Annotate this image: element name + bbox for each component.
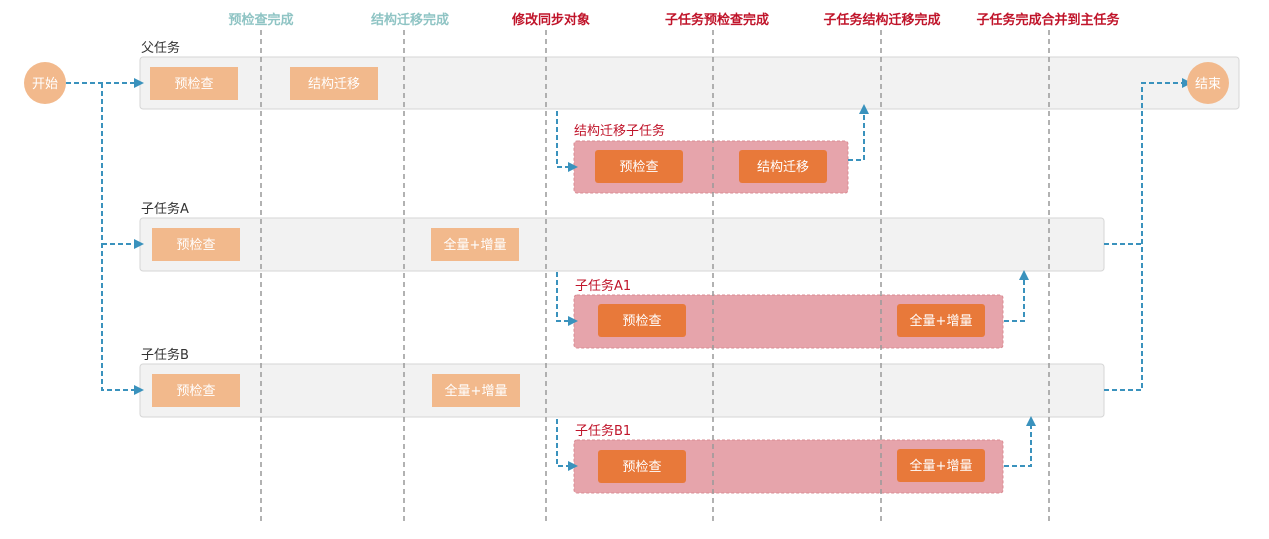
milestone-label-precheck-done: 预检查完成	[228, 12, 293, 28]
milestone-label-child-schema-done: 子任务结构迁移完成	[823, 12, 940, 28]
arrow-schema-child-to-parent	[848, 104, 869, 161]
parent-step-precheck: 预检查	[150, 67, 238, 100]
child-b1-step-precheck: 预检查	[598, 450, 686, 483]
child-b1-step-full-incremental: 全量+增量	[897, 449, 985, 482]
svg-text:预检查: 预检查	[176, 384, 215, 399]
child-b-step-full-incremental: 全量+增量	[432, 374, 520, 407]
arrow-b1-to-child-b	[1004, 416, 1036, 467]
arrow-parent-to-schema-child	[556, 111, 578, 172]
parent-step-schema-migration: 结构迁移	[290, 67, 378, 100]
child-a1-step-precheck: 预检查	[598, 304, 686, 337]
svg-text:全量+增量: 全量+增量	[910, 313, 973, 329]
start-node: 开始	[24, 62, 66, 104]
child-b-step-precheck: 预检查	[152, 374, 240, 407]
child-a1-step-full-incremental: 全量+增量	[897, 304, 985, 337]
schema-child-step-schema-migration: 结构迁移	[739, 150, 827, 183]
lane-title-schema-child: 结构迁移子任务	[574, 123, 665, 139]
svg-text:全量+增量: 全量+增量	[445, 383, 508, 399]
end-node: 结束	[1187, 62, 1229, 104]
arrow-a1-to-child-a	[1004, 270, 1029, 322]
arrow-start-to-child-b	[101, 83, 144, 395]
lane-child-a	[139, 217, 1105, 272]
svg-text:结构迁移: 结构迁移	[308, 77, 360, 92]
arrow-child-b-to-end	[1104, 78, 1192, 391]
milestone-label-schema-done: 结构迁移完成	[371, 12, 449, 28]
svg-text:预检查: 预检查	[174, 77, 213, 92]
end-node-label: 结束	[1195, 77, 1221, 92]
lane-child-b	[139, 363, 1105, 418]
start-node-label: 开始	[32, 77, 58, 92]
svg-text:全量+增量: 全量+增量	[444, 237, 507, 253]
arrow-child-b-to-b1	[556, 419, 578, 471]
lane-title-child-b: 子任务B	[141, 347, 189, 363]
lane-title-child-a1: 子任务A1	[575, 278, 631, 294]
svg-text:全量+增量: 全量+增量	[910, 458, 973, 474]
svg-text:结构迁移: 结构迁移	[757, 160, 809, 175]
lane-title-child-b1: 子任务B1	[575, 423, 631, 439]
milestone-label-modify-sync: 修改同步对象	[511, 12, 590, 28]
schema-child-step-precheck: 预检查	[595, 150, 683, 183]
arrow-child-a-to-a1	[556, 272, 578, 326]
svg-text:预检查: 预检查	[622, 314, 661, 329]
child-a-step-full-incremental: 全量+增量	[431, 228, 519, 261]
svg-text:预检查: 预检查	[622, 460, 661, 475]
lane-title-parent: 父任务	[141, 40, 180, 56]
child-a-step-precheck: 预检查	[152, 228, 240, 261]
milestone-label-merge-done: 子任务完成合并到主任务	[976, 12, 1120, 28]
svg-text:预检查: 预检查	[619, 160, 658, 175]
svg-text:预检查: 预检查	[176, 238, 215, 253]
milestone-label-child-precheck-done: 子任务预检查完成	[665, 12, 769, 28]
lane-title-child-a: 子任务A	[141, 201, 189, 217]
